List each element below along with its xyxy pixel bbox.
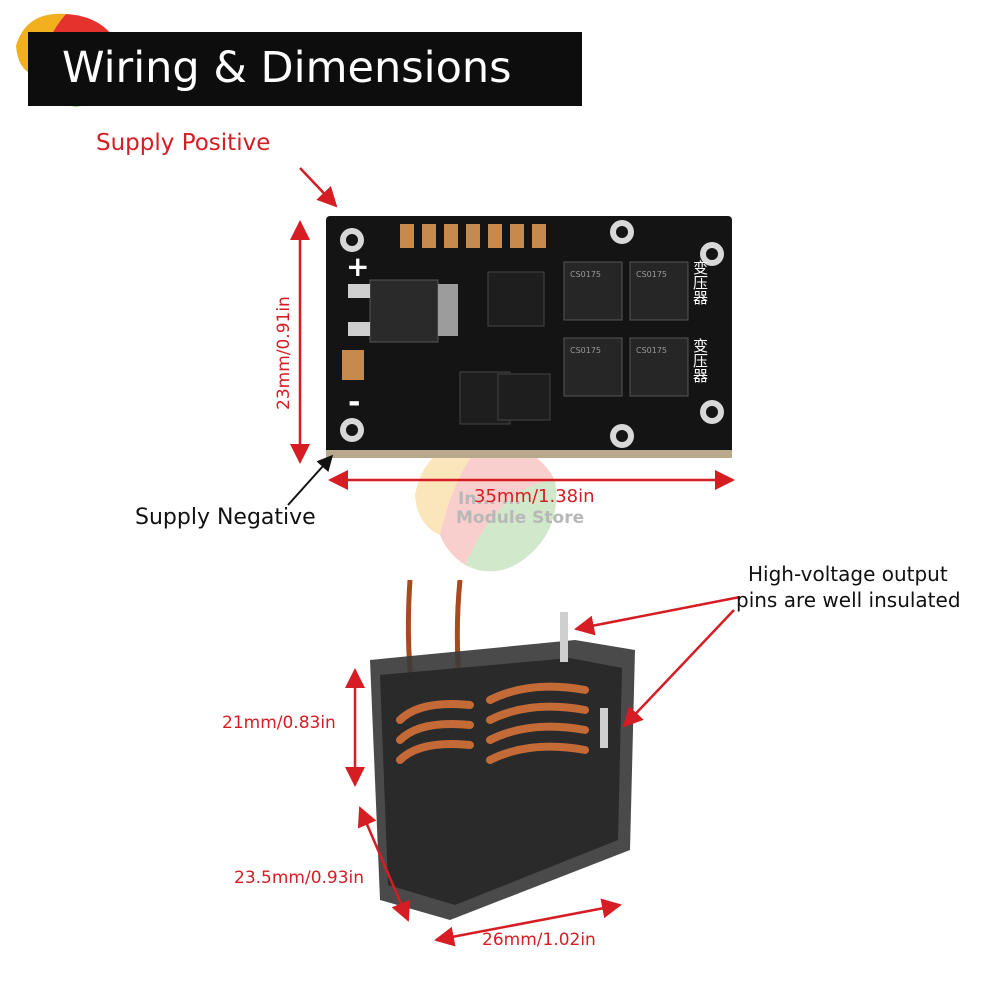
copper-coil: [396, 682, 589, 764]
silk-transformer-1: 变压器: [691, 260, 709, 305]
hv-output-note-line-1: High-voltage output: [748, 562, 948, 586]
pcb-height-label: 23mm/0.91in: [274, 296, 294, 410]
silk-plus: +: [346, 250, 369, 283]
watermark-line-1: In... ...: [458, 489, 522, 509]
supply-positive-label: Supply Positive: [96, 130, 271, 156]
mosfet-group: [563, 261, 689, 397]
title-banner: [28, 32, 582, 106]
supply-negative-arrow: [287, 454, 334, 506]
transformer-width-label: 26mm/1.02in: [482, 930, 596, 950]
supply-positive-arrow: [299, 167, 338, 208]
mosfet-marking-1: CS0175: [570, 270, 601, 279]
pcb-width-label: 35mm/1.38in: [474, 486, 595, 507]
hv-output-note-line-2: pins are well insulated: [736, 588, 961, 612]
hv-transformer: [370, 580, 635, 920]
capacitor-row: [400, 224, 546, 248]
supply-negative-label: Supply Negative: [135, 505, 316, 530]
pcb-module: CS0175 CS0175 CS0175 CS0175 + - 变压器 变压器: [326, 216, 732, 458]
hv-output-pin-2: [600, 708, 608, 748]
mosfet-marking-2: CS0175: [636, 270, 667, 279]
mosfet-marking-4: CS0175: [636, 346, 667, 355]
mosfet-marking-3: CS0175: [570, 346, 601, 355]
silk-minus: -: [348, 385, 360, 420]
watermark-line-2: Module Store: [456, 508, 585, 528]
page-title: Wiring & Dimensions: [62, 43, 512, 93]
silk-transformer-2: 变压器: [691, 338, 709, 383]
hv-output-pin-1: [560, 612, 568, 662]
transformer-height-label: 21mm/0.83in: [222, 713, 336, 733]
transformer-depth-label: 23.5mm/0.93in: [234, 868, 365, 888]
